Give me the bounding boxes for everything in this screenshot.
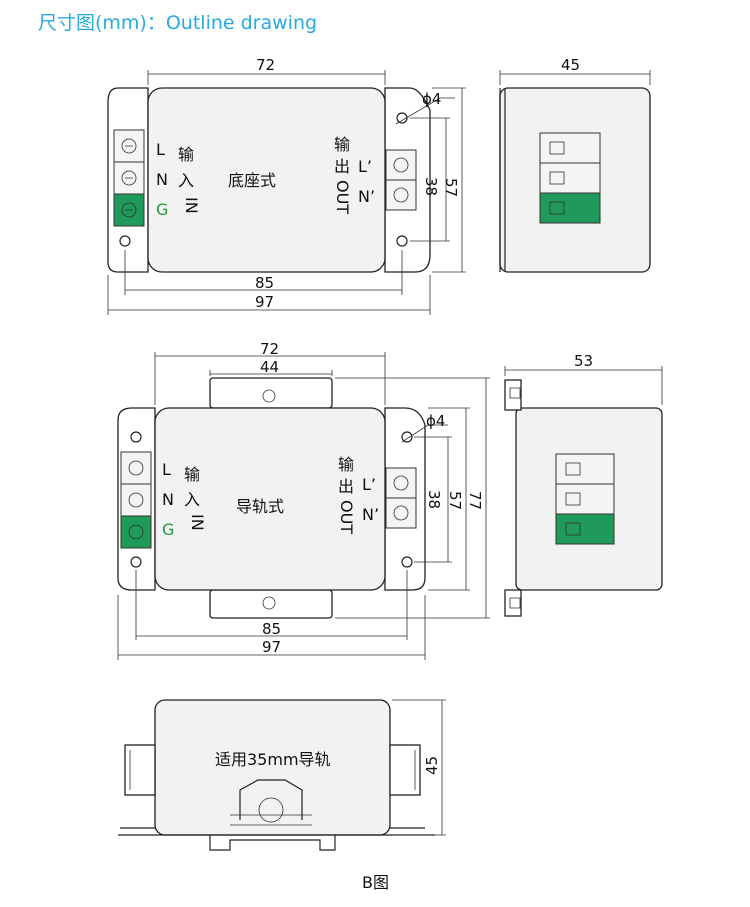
side-view-b: 53 (504, 352, 663, 617)
rail-compat-label: 适用35mm导轨 (215, 750, 331, 769)
dim-77: 77 (466, 491, 484, 510)
output-label: 输 (338, 455, 354, 474)
mounting-hole (396, 235, 408, 247)
output-label: 出 (334, 157, 350, 176)
input-label: 入 (184, 490, 200, 509)
dim-72: 72 (256, 56, 275, 74)
rail-clip (124, 744, 156, 796)
dim-38: 38 (425, 490, 443, 509)
output-label: OUT (337, 500, 356, 534)
mounting-hole (130, 556, 142, 568)
output-n-label: N’ (358, 187, 375, 206)
mount-type-label: 导轨式 (236, 497, 284, 516)
dim-57: 57 (442, 178, 460, 197)
rail-clip (389, 744, 421, 796)
input-l-label: L (156, 140, 165, 159)
mount-type-label: 底座式 (228, 171, 276, 190)
mounting-hole (401, 556, 413, 568)
ground-terminal (120, 515, 152, 549)
dim-hole: ϕ4 (422, 90, 441, 108)
top-view-b: L N G 输 入 IN 导轨式 输 出 OUT L’ N’ 72 44 ϕ4 … (117, 340, 490, 660)
input-g-label: G (162, 520, 174, 539)
input-label: 输 (184, 465, 200, 484)
dim-53: 53 (574, 352, 593, 370)
mounting-hole (119, 235, 131, 247)
dim-57: 57 (446, 491, 464, 510)
dim-45: 45 (423, 756, 441, 775)
output-n-label: N’ (362, 505, 379, 524)
mounting-hole (130, 431, 142, 443)
output-l-label: L’ (362, 475, 376, 494)
mounting-hole (401, 431, 413, 443)
input-g-label: G (156, 200, 168, 219)
output-l-label: L’ (358, 157, 372, 176)
page-title: 尺寸图(mm)：Outline drawing (38, 12, 318, 34)
dim-hole: ϕ4 (426, 412, 445, 430)
dim-97: 97 (262, 638, 281, 656)
filter-body (154, 407, 386, 591)
dim-44: 44 (260, 358, 279, 376)
output-label: 输 (334, 135, 350, 154)
top-view-a: L N G 输 入 IN 底座式 输 出 OUT L’ N’ 72 ϕ4 38 … (107, 56, 466, 315)
input-label: 入 (178, 171, 194, 190)
front-view: 适用35mm导轨 45 (118, 699, 446, 851)
filter-body (147, 87, 386, 273)
dim-45: 45 (561, 56, 580, 74)
dim-72: 72 (260, 340, 279, 358)
input-label: IN (188, 514, 207, 531)
side-view-a: 45 (499, 56, 651, 273)
rail-clip (209, 377, 333, 409)
figure-caption: B图 (362, 873, 389, 892)
input-n-label: N (162, 490, 174, 509)
input-n-label: N (156, 170, 168, 189)
dim-85: 85 (255, 274, 274, 292)
input-l-label: L (162, 460, 171, 479)
dim-85: 85 (262, 620, 281, 638)
dim-97: 97 (255, 293, 274, 311)
mounting-hole (396, 112, 408, 124)
output-label: 出 (338, 477, 354, 496)
output-label: OUT (333, 180, 352, 214)
input-label: 输 (178, 145, 194, 164)
rail-clip (209, 589, 333, 619)
input-label: IN (182, 197, 201, 214)
dim-38: 38 (422, 177, 440, 196)
